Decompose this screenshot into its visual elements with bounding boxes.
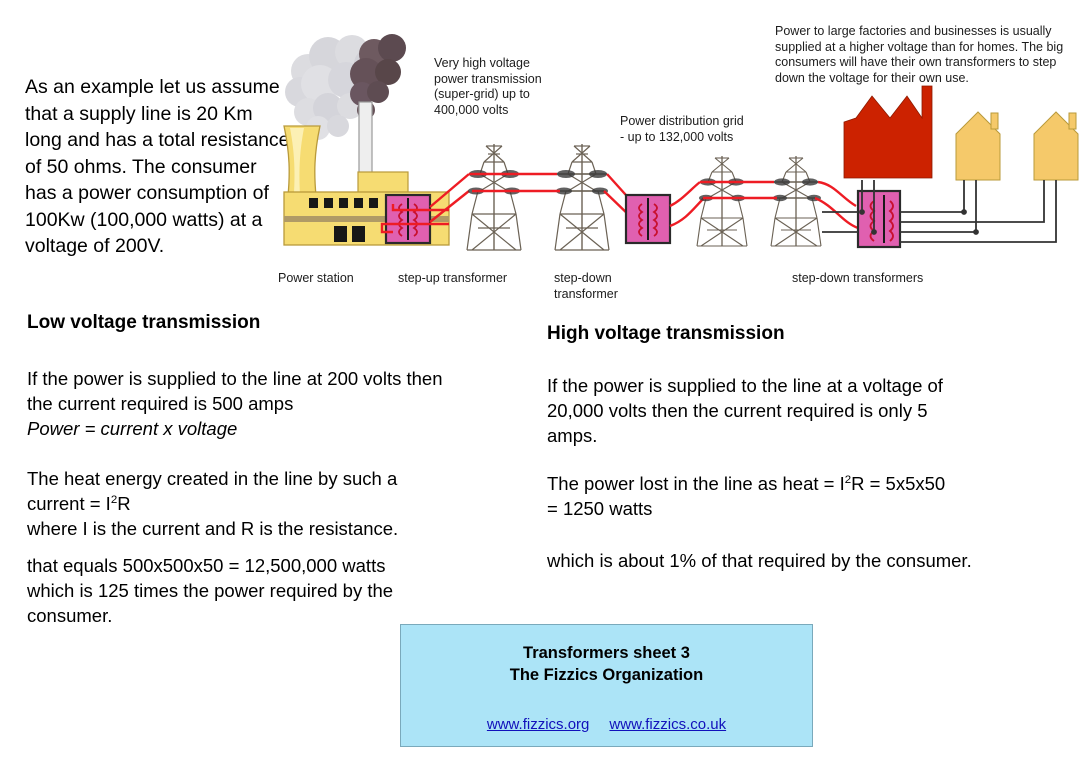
cooling-tower [283,125,321,197]
footer-credit-box: Transformers sheet 3 The Fizzics Organiz… [400,624,813,747]
low-result-line-1: that equals 500x500x50 = 12,500,000 watt… [27,555,386,576]
label-supergrid: Very high voltage power transmission (su… [434,56,542,117]
high-voltage-line-1: If the power is supplied to the line at … [547,375,943,396]
footer-sheet-title: Transformers sheet 3 [523,644,690,662]
link-fizzics-org[interactable]: www.fizzics.org [486,716,590,733]
high-voltage-block-2: The power lost in the line as heat = I2R… [547,471,1037,521]
heat-energy-formula: current = I2R [27,491,505,516]
power-lost-formula: The power lost in the line as heat = I2R… [547,471,1037,496]
low-voltage-line-1: If the power is supplied to the line at … [27,368,443,389]
high-voltage-block-3: which is about 1% of that required by th… [547,548,1037,573]
low-voltage-heading: Low voltage transmission [27,312,261,333]
high-voltage-line-3: amps. [547,425,598,446]
house-1 [955,111,1001,181]
factory [843,85,933,179]
caption-power-station: Power station [278,271,354,285]
heat-energy-line-1: The heat energy created in the line by s… [27,468,398,489]
diagram-svg [283,34,1079,251]
caption-step-up-transformer: step-up transformer [398,271,508,285]
step-up-transformer [384,193,432,245]
formula-pre: current = I [27,493,111,514]
label-big-consumers: Power to large factories and businesses … [775,24,1064,85]
formula-post: R [117,493,131,514]
intro-paragraph: As an example let us assume that a suppl… [25,76,290,257]
power-formula: Power = current x voltage [27,418,238,439]
power-lost-post: R = 5x5x50 [851,473,946,494]
high-voltage-heading: High voltage transmission [547,323,785,344]
transmission-pylon-1 [466,144,522,251]
footer-organization: The Fizzics Organization [509,666,704,684]
label-distribution-grid: Power distribution grid - up to 132,000 … [620,114,744,144]
high-voltage-line-2: 20,000 volts then the current required i… [547,400,928,421]
step-down-transformer-1 [624,193,672,245]
power-station-chimney [358,101,373,175]
supergrid-lines-left [429,173,470,223]
power-lost-pre: The power lost in the line as heat = I [547,473,845,494]
low-result-line-2: which is 125 times the power required by… [27,580,394,601]
low-voltage-line-2: the current required is 500 amps [27,393,294,414]
transmission-pylon-3 [696,156,748,247]
caption-step-down-transformers: step-down transformers [792,271,924,285]
formula-exponent: 2 [110,493,118,506]
power-lost-result: = 1250 watts [547,498,653,519]
low-voltage-block-2: The heat energy created in the line by s… [27,466,505,541]
transmission-pylon-4 [770,156,822,247]
power-transmission-diagram: Very high voltage power transmission (su… [262,14,1080,304]
high-conclusion: which is about 1% of that required by th… [547,550,972,571]
transmission-pylon-2 [554,144,610,251]
consumer-supply-lines [822,180,1057,243]
house-2 [1033,111,1079,181]
footer-links: www.fizzics.org www.fizzics.co.uk [401,716,812,733]
step-down-transformer-2 [856,189,902,249]
low-result-line-3: consumer. [27,605,113,626]
distribution-grid-lines [700,180,859,230]
power-lines-station-to-stepup [380,204,449,234]
power-lost-exponent: 2 [844,473,852,486]
distribution-lines-left [669,181,705,228]
heat-energy-line-3: where I is the current and R is the resi… [27,518,399,539]
link-fizzics-couk[interactable]: www.fizzics.co.uk [609,716,727,733]
low-voltage-block-1: If the power is supplied to the line at … [27,366,505,441]
high-voltage-block-1: If the power is supplied to the line at … [547,373,1037,448]
low-voltage-block-3: that equals 500x500x50 = 12,500,000 watt… [27,553,467,628]
caption-step-down-transformer: step-down transformer [554,271,618,301]
